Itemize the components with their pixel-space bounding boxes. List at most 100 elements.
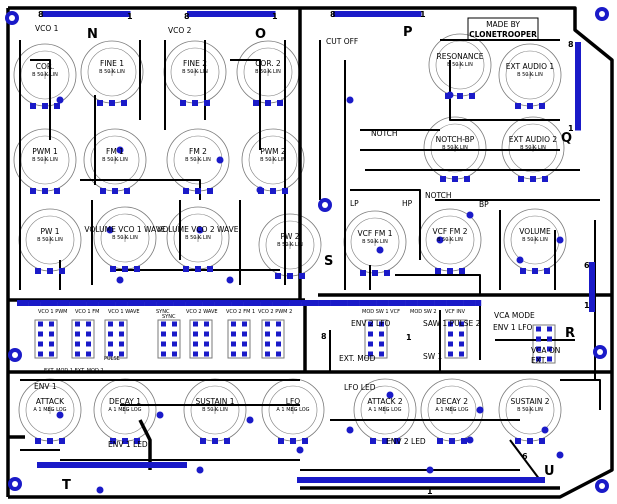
signal-trace: [449, 60, 560, 121]
env1led-label: ENV 1 LED: [108, 440, 148, 449]
notch2-label: NOTCH: [425, 191, 452, 200]
header-pad: [269, 11, 276, 17]
header-pad: [98, 300, 105, 306]
header-pad: [231, 300, 238, 306]
header-pad: [55, 462, 61, 468]
header-label: VCO 2 PWM 2: [258, 309, 292, 315]
header-pad: [452, 300, 458, 306]
switch-outline: [157, 319, 181, 359]
switch-pad: [86, 351, 91, 357]
header-pad: [61, 462, 67, 468]
header-pad: [254, 300, 261, 306]
header-pad: [440, 477, 446, 483]
pot-label: DECAY 2: [436, 397, 468, 406]
via-pad: [386, 391, 394, 399]
header-pad: [388, 300, 395, 306]
pot-pad: [183, 266, 189, 272]
header-pad: [91, 462, 97, 468]
extmod-label: EXT. MOD: [339, 354, 376, 363]
pot-value: A 1 MEG LOG: [368, 407, 401, 413]
header-label: MOD SW 2: [410, 309, 437, 315]
env2led-label: ENV 2 LED: [386, 437, 426, 446]
switch-pad: [459, 331, 464, 337]
header-pad: [589, 273, 595, 279]
via-pad: [556, 236, 564, 244]
header-pad: [575, 58, 581, 65]
header-pad: [575, 91, 581, 98]
header-pad: [353, 300, 360, 306]
switch-pad: [536, 346, 541, 352]
pot-value: B 50 K LIN: [202, 407, 228, 413]
pot-pad: [258, 188, 264, 194]
header-pad: [163, 462, 169, 468]
header-pad: [104, 300, 110, 306]
header-pad: [589, 278, 595, 285]
header-label: VCF INV: [445, 309, 466, 315]
pot-value: B 50 K LIN: [32, 157, 58, 163]
pot-pad: [464, 176, 470, 182]
header-pad: [80, 11, 87, 17]
via-pad: [96, 486, 104, 494]
via-pad: [346, 426, 354, 434]
pulse-label: PULSE: [104, 356, 120, 362]
header-pad: [69, 300, 76, 306]
header-pad: [377, 11, 383, 17]
switch-pad: [75, 331, 80, 337]
header-pad: [283, 300, 290, 306]
pot-value: A 1 MEG LOG: [435, 407, 468, 413]
header-pad: [385, 477, 391, 483]
pot-inner-outline: [100, 213, 150, 263]
signal-trace: [395, 274, 481, 295]
header-pad: [198, 11, 204, 17]
pot-pad: [134, 266, 140, 272]
via-pad: [56, 411, 64, 419]
pot-pad: [277, 100, 283, 106]
header-pad: [360, 11, 367, 17]
header-pad: [156, 300, 163, 306]
switch-pad: [38, 351, 43, 357]
via-pad: [196, 466, 204, 474]
header-pad: [220, 11, 226, 17]
header-pad: [119, 11, 125, 17]
pin-mark: 6: [522, 452, 528, 461]
header-pad: [469, 300, 476, 306]
switch-pad: [231, 341, 236, 347]
header-pad: [167, 300, 174, 306]
header-pad: [85, 462, 91, 468]
credit-box: [467, 17, 539, 41]
header-pad: [157, 462, 163, 468]
header-label: VCO 2 FM 1: [226, 309, 255, 315]
header-pad: [133, 300, 139, 306]
signal-trace: [230, 59, 261, 150]
bp-label: BP: [479, 200, 489, 209]
header-pad: [260, 300, 267, 306]
pot-value: B 50 K LIN: [182, 69, 208, 75]
header-pad: [179, 300, 186, 306]
switch-pad: [204, 341, 209, 347]
header-pad: [301, 300, 308, 306]
via-pad: [56, 96, 64, 104]
header-pad: [428, 300, 435, 306]
pot-pad: [527, 103, 533, 109]
switch-outline: [104, 319, 128, 359]
header-pad: [589, 306, 595, 312]
pot-pad: [100, 188, 106, 194]
header-pad: [28, 300, 35, 306]
header-pad: [370, 300, 377, 306]
header-pad: [86, 300, 93, 306]
pot-label: FM 2: [189, 147, 207, 156]
pot-pad: [110, 266, 116, 272]
header-pad: [589, 295, 595, 301]
switch-outline: [189, 319, 213, 359]
header-pad: [43, 462, 49, 468]
header-pad: [404, 11, 411, 17]
pot-value: B 50 K LIN: [277, 242, 303, 248]
pot-pad: [299, 273, 305, 279]
pot-pad: [532, 268, 538, 274]
header-pad: [495, 477, 501, 483]
via-pad: [296, 446, 304, 454]
header-pad: [352, 477, 358, 483]
via-pad: [226, 276, 234, 284]
pot-value: B 50 K LIN: [260, 157, 286, 163]
pot-label: SUSTAIN 2: [510, 397, 549, 406]
